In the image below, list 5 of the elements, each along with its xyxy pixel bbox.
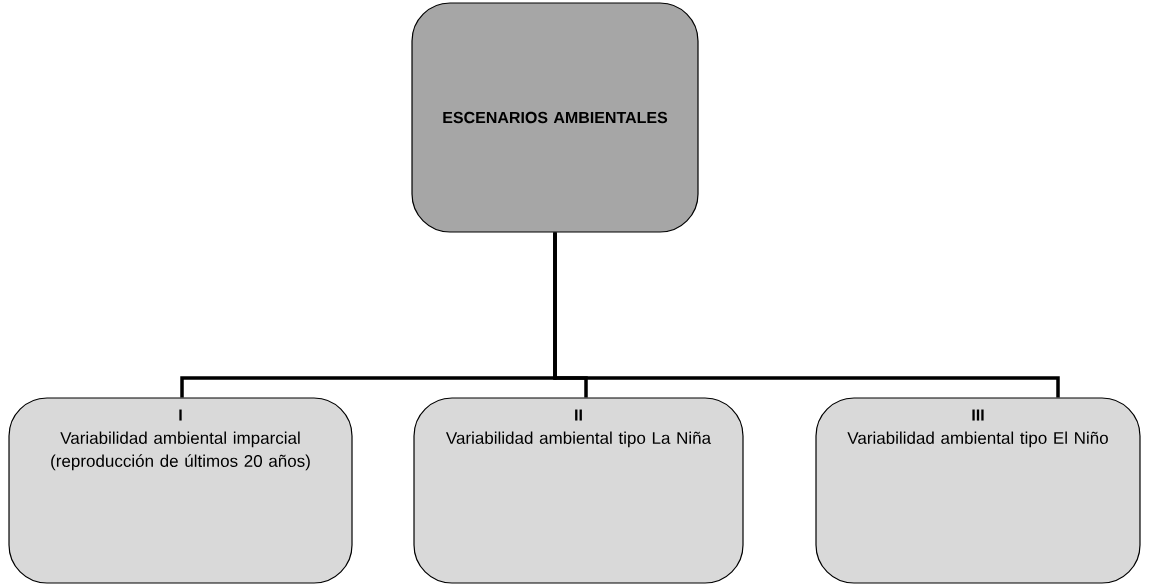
process-box: ESCENARIOS AMBIENTALES — [411, 2, 699, 233]
process-box: II Variabilidad ambiental tipo La Niña — [413, 397, 744, 584]
connector-line — [553, 232, 1060, 398]
process-box: III Variabilidad ambiental tipo El Niño — [815, 397, 1141, 584]
process-box: I Variabilidad ambiental imparcial (reproducción de últimos 20 años) — [8, 397, 353, 584]
